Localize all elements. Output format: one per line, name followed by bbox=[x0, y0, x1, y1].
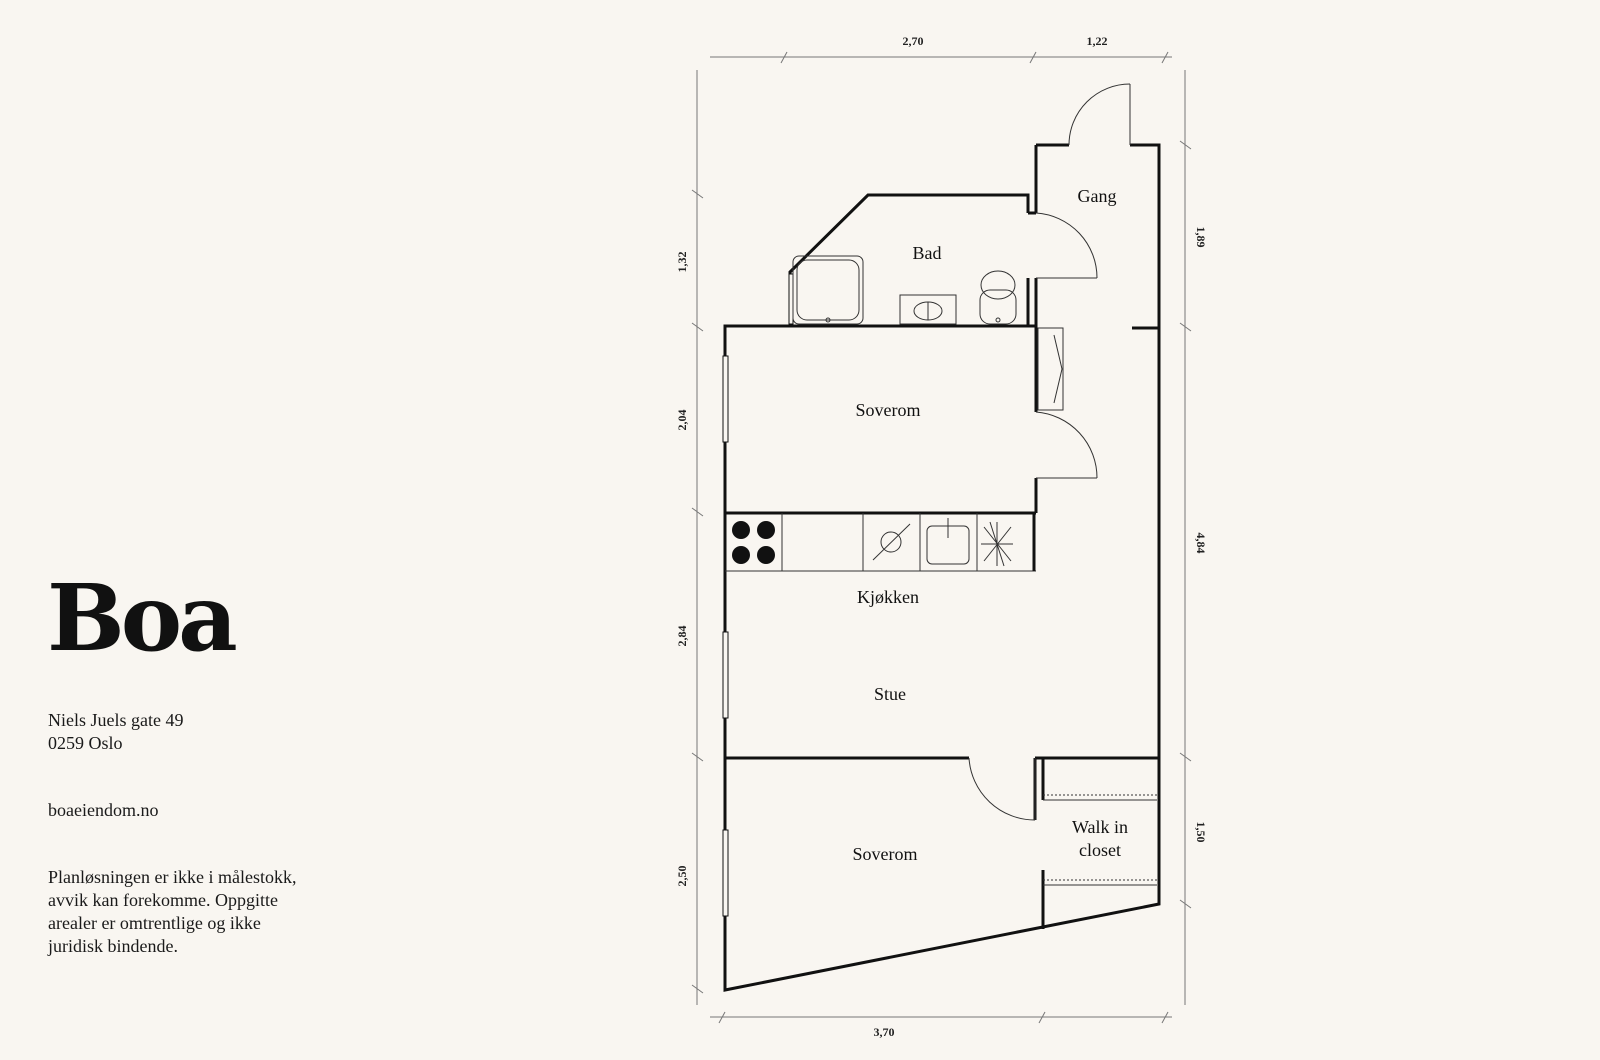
disclaimer-line: arealer er omtrentlige og ikke bbox=[48, 913, 261, 933]
stove-icon bbox=[732, 521, 775, 564]
dimension-left-3: 2,84 bbox=[675, 626, 689, 647]
room-label-walk-in: Walk in bbox=[1072, 817, 1128, 837]
dimension-top-left: 2,70 bbox=[903, 34, 924, 48]
doors bbox=[968, 83, 1157, 886]
room-label-closet: closet bbox=[1079, 840, 1121, 860]
windows bbox=[722, 273, 794, 917]
kitchen-counter bbox=[725, 511, 1036, 572]
dimension-left-4: 2,50 bbox=[675, 866, 689, 887]
address-city: 0259 Oslo bbox=[48, 733, 123, 753]
dimension-right-2: 4,84 bbox=[1194, 533, 1208, 554]
disclaimer-line: avvik kan forekomme. Oppgitte bbox=[48, 890, 278, 910]
dimension-right-1: 1,89 bbox=[1194, 227, 1208, 248]
dimension-right-3: 1,50 bbox=[1194, 822, 1208, 843]
dimension-left-1: 1,32 bbox=[675, 252, 689, 273]
sink-icon bbox=[899, 294, 957, 325]
room-label-bad: Bad bbox=[913, 243, 942, 263]
dimension-bottom: 3,70 bbox=[874, 1025, 895, 1039]
walls bbox=[723, 143, 1161, 992]
room-label-gang: Gang bbox=[1078, 186, 1117, 206]
shower-icon bbox=[792, 255, 864, 325]
kitchen-sink-icon bbox=[926, 518, 970, 565]
disclaimer-text: Planløsningen er ikke i målestokk, avvik… bbox=[48, 866, 296, 958]
address-street: Niels Juels gate 49 bbox=[48, 710, 184, 730]
dimension-lines bbox=[691, 51, 1192, 1024]
room-label-soverom-bottom: Soverom bbox=[853, 844, 918, 864]
dimension-top-right: 1,22 bbox=[1087, 34, 1108, 48]
website-link[interactable]: boaeiendom.no bbox=[48, 800, 159, 820]
dimension-left-2: 2,04 bbox=[675, 410, 689, 431]
room-label-stue: Stue bbox=[874, 684, 906, 704]
address-block: Niels Juels gate 49 0259 Oslo bbox=[48, 709, 183, 755]
room-label-kjokken: Kjøkken bbox=[857, 587, 919, 607]
toilet-icon bbox=[979, 270, 1017, 325]
dishwasher-icon bbox=[872, 523, 911, 561]
room-label-soverom-top: Soverom bbox=[856, 400, 921, 420]
fridge-icon bbox=[981, 521, 1013, 567]
disclaimer-line: Planløsningen er ikke i målestokk, bbox=[48, 867, 297, 887]
brand-logo: Boa bbox=[47, 564, 238, 672]
bathroom-fixtures bbox=[792, 255, 1017, 325]
disclaimer-line: juridisk bindende. bbox=[48, 936, 178, 956]
